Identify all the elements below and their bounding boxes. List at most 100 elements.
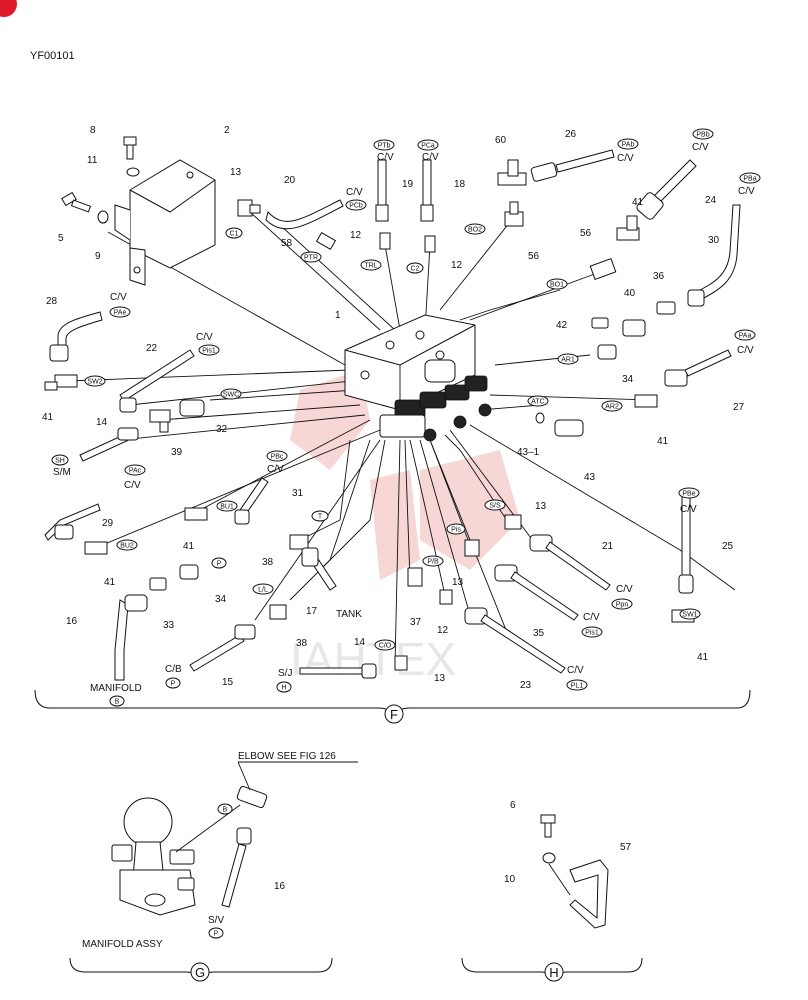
label-12-b: 12: [451, 260, 463, 271]
label-37: 37: [410, 617, 422, 628]
label-cb: C/B: [165, 664, 182, 675]
tag-PTR: PTR: [300, 251, 322, 263]
tag-SH: SH: [51, 454, 69, 466]
section-g-marker: [190, 962, 210, 982]
washer-11: [126, 167, 140, 177]
svg-text:PAc: PAc: [129, 468, 142, 475]
adapter-33: [149, 577, 167, 591]
tag-PCb: PCb: [345, 199, 367, 211]
tag-PBe: PBe: [678, 487, 700, 499]
filter-43: [554, 419, 584, 437]
manifold-assembly: [111, 797, 196, 916]
tag-PAe: PAe: [109, 306, 131, 318]
label-15: 15: [222, 677, 234, 688]
tag-B-elbow: B: [217, 803, 233, 815]
label-cv-19: C/V: [377, 152, 394, 163]
label-31: 31: [292, 488, 304, 499]
tee-39: [149, 409, 171, 433]
svg-text:Pis: Pis: [451, 527, 461, 534]
svg-text:PAb: PAb: [622, 142, 635, 149]
bolt-6: [540, 814, 556, 838]
plug-40: [622, 319, 646, 337]
svg-text:S/S: S/S: [489, 503, 501, 510]
label-cv-35: C/V: [583, 612, 600, 623]
label-12-a: 12: [350, 230, 362, 241]
plug-34: [179, 564, 199, 580]
tee-41-bu1: [184, 507, 208, 521]
label-cv-18: C/V: [422, 152, 439, 163]
svg-text:SWC: SWC: [223, 392, 239, 399]
svg-text:B: B: [115, 699, 120, 706]
tag-SWC: SWC: [220, 388, 242, 400]
tag-SW2: SW2: [84, 375, 106, 387]
elbow-13-ss: [504, 514, 522, 530]
label-34-right: 34: [622, 374, 634, 385]
svg-text:PAe: PAe: [114, 310, 127, 317]
svg-text:Pis1: Pis1: [585, 630, 599, 637]
svg-text:PCb: PCb: [349, 203, 363, 210]
svg-text:BU2: BU2: [120, 543, 134, 550]
label-16: 16: [66, 616, 78, 627]
port-tags: PTb PCa PAb PBb PBa PCb C1 BO2 PTR TRL C…: [51, 128, 761, 939]
label-6: 6: [510, 800, 516, 811]
clamp-57: [569, 859, 609, 929]
svg-text:Pis1: Pis1: [202, 348, 216, 355]
tag-TRL: TRL: [360, 259, 382, 271]
hose-31: [234, 477, 269, 525]
tag-BU2: BU2: [116, 539, 138, 551]
label-60: 60: [495, 135, 507, 146]
svg-text:C/O: C/O: [379, 643, 392, 650]
svg-text:PBe: PBe: [682, 491, 695, 498]
label-16-g: 16: [274, 881, 286, 892]
tag-Pis: Pis: [446, 523, 466, 535]
tee-13-pis: [464, 539, 480, 557]
hose-16: [114, 594, 148, 681]
svg-text:PBc: PBc: [271, 454, 284, 461]
label-39: 39: [171, 447, 183, 458]
tag-ATC: ATC: [527, 395, 549, 407]
elbow-13-co: [394, 655, 408, 671]
label-5: 5: [58, 233, 64, 244]
label-27: 27: [733, 402, 745, 413]
tag-PL1: PL1: [566, 679, 588, 691]
label-sm: S/M: [53, 467, 71, 478]
svg-text:P: P: [217, 561, 222, 568]
label-cv-28: C/V: [110, 292, 127, 303]
svg-text:TRL: TRL: [364, 263, 377, 270]
svg-text:C1: C1: [230, 231, 239, 238]
tag-BU1: BU1: [216, 500, 238, 512]
svg-text:PBa: PBa: [743, 176, 756, 183]
label-58: 58: [281, 238, 293, 249]
hose-28: [49, 311, 103, 362]
svg-text:AR2: AR2: [605, 404, 619, 411]
tee-41-a: [616, 215, 640, 241]
tag-C2: C2: [406, 262, 424, 274]
label-10: 10: [504, 874, 516, 885]
label-sj: S/J: [278, 668, 292, 679]
hose-26: [530, 149, 615, 182]
section-f-letter: F: [390, 707, 398, 722]
tag-SW1: SW1: [679, 608, 701, 620]
label-cv-31: C/V: [267, 464, 284, 475]
label-13-top: 13: [230, 167, 242, 178]
svg-text:SH: SH: [55, 458, 65, 465]
label-cv-20: C/V: [346, 187, 363, 198]
adapter-12-b: [424, 235, 436, 253]
label-manifold: MANIFOLD: [90, 683, 142, 694]
hose-30: [687, 204, 741, 307]
label-14-a: 14: [96, 417, 108, 428]
control-valve-block: [344, 314, 492, 442]
hose-35: [494, 564, 579, 621]
leader-lines: [67, 211, 736, 666]
hose-29: [44, 503, 101, 541]
tag-C1: C1: [225, 227, 243, 239]
label-elbow-note: ELBOW SEE FIG 126: [238, 751, 336, 762]
washer-9: [97, 210, 109, 224]
hose-21: [529, 534, 611, 591]
label-41-sw2: 41: [42, 412, 54, 423]
label-cv-29: C/V: [124, 480, 141, 491]
hose-24: [636, 159, 697, 220]
label-sv: S/V: [208, 915, 224, 926]
label-cv-26: C/V: [617, 153, 634, 164]
tag-PTb: PTb: [373, 139, 395, 151]
